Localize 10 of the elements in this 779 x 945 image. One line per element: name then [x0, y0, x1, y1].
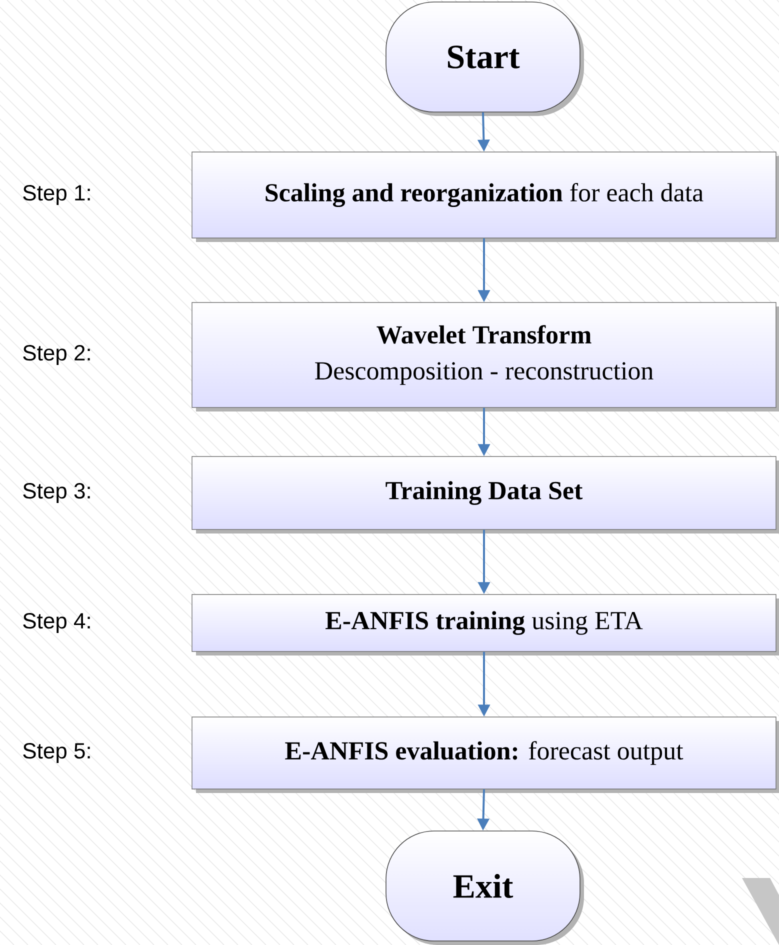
process-box: Training Data Set [192, 456, 779, 534]
process-box: E-ANFIS training using ETA [192, 594, 779, 656]
step-label: Step 2: [23, 345, 90, 365]
process-box: E-ANFIS evaluation: forecast output [192, 716, 779, 793]
process-box: Wavelet Transform Descomposition - reconstruction [192, 302, 779, 412]
process-box: Scaling and reorganization for each data [192, 152, 779, 242]
step-label: Step 1: [23, 185, 90, 205]
step-label: Step 5: [23, 743, 90, 763]
step-label: Step 4: [23, 613, 90, 633]
step-label: Step 3: [23, 483, 90, 503]
